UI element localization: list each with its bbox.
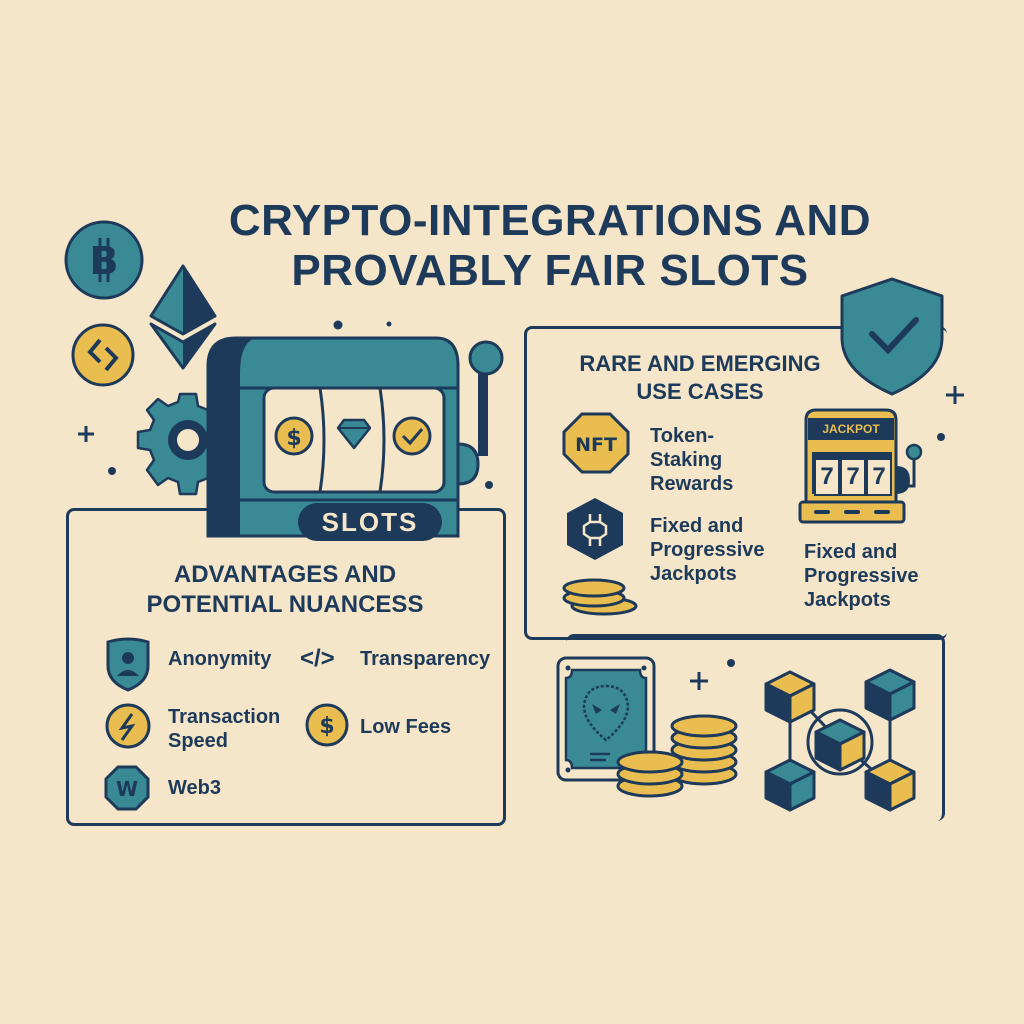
coin-stacks-icon xyxy=(616,714,738,798)
coin-stack-icon xyxy=(562,578,638,616)
advantage-web3: Web3 xyxy=(168,777,221,799)
nft-card-icon xyxy=(556,656,656,782)
dot-decoration-icon xyxy=(937,433,945,441)
advantage-anonymity: Anonymity xyxy=(168,648,272,670)
label-line-3: Rewards xyxy=(650,473,734,495)
shield-user-icon xyxy=(106,637,150,692)
dot-decoration-icon xyxy=(485,481,493,489)
advantage-low-fees: Low Fees xyxy=(360,716,452,738)
dot-decoration-icon xyxy=(386,321,392,327)
plus-decoration-icon xyxy=(78,426,94,442)
advantages-title: ADVANTAGES AND POTENTIAL NUANCESS xyxy=(100,560,470,620)
label-line-2: Progressive xyxy=(650,539,765,561)
page-title: CRYPTO-INTEGRATIONS AND PROVABLY FAIR SL… xyxy=(150,196,950,296)
dollar-coin-icon: $ xyxy=(305,703,349,747)
blockchain-cubes-icon xyxy=(764,668,916,812)
svg-text:$: $ xyxy=(286,426,301,451)
bottom-illustration-panel xyxy=(566,634,945,821)
jackpot-reel: 7 xyxy=(814,458,840,496)
use-cases-title-line-1: RARE AND EMERGING xyxy=(579,351,821,376)
jackpot-header: JACKPOT xyxy=(822,422,880,436)
jackpot-machine-label: Fixed and Progressive Jackpots xyxy=(804,540,919,612)
bitcoin-icon: B xyxy=(64,220,144,300)
label-line-1: Transaction xyxy=(168,706,281,728)
label-line-2: Speed xyxy=(168,730,229,752)
svg-text:W: W xyxy=(116,777,138,801)
jackpot-reel: 7 xyxy=(840,458,866,496)
nft-octagon-icon: NFT xyxy=(562,412,630,474)
use-case-token-staking: Token- Staking Rewards xyxy=(650,424,733,496)
svg-text:B: B xyxy=(90,239,119,283)
use-cases-title: RARE AND EMERGING USE CASES xyxy=(540,350,860,406)
ethereum-icon xyxy=(149,264,217,370)
title-line-1: CRYPTO-INTEGRATIONS AND xyxy=(228,196,872,245)
plus-decoration-icon xyxy=(690,672,708,690)
label-line-1: Fixed and xyxy=(804,541,898,563)
dot-decoration-icon xyxy=(333,320,343,330)
advantages-title-line-1: ADVANTAGES AND xyxy=(173,561,397,588)
use-cases-title-line-2: USE CASES xyxy=(636,379,764,404)
nft-icon-text: NFT xyxy=(575,434,617,456)
shield-check-icon xyxy=(840,277,944,396)
web3-octagon-icon: W xyxy=(104,765,150,811)
dot-decoration-icon xyxy=(108,467,116,475)
label-line-2: Progressive xyxy=(804,565,919,587)
lightning-coin-icon xyxy=(105,703,151,749)
altcoin-icon xyxy=(71,323,135,387)
code-icon: </> xyxy=(300,645,335,672)
use-case-jackpots: Fixed and Progressive Jackpots xyxy=(650,514,765,586)
plus-decoration-icon xyxy=(946,386,964,404)
advantages-title-line-2: POTENTIAL NUANCESS xyxy=(146,591,424,618)
slots-badge: SLOTS xyxy=(298,503,442,541)
slot-machine-illustration: $ xyxy=(206,336,504,538)
title-line-2: PROVABLY FAIR SLOTS xyxy=(291,246,809,295)
label-line-3: Jackpots xyxy=(650,563,737,585)
use-cases-panel xyxy=(524,326,947,640)
label-line-2: Staking xyxy=(650,449,723,471)
label-line-1: Token- xyxy=(650,425,715,447)
advantage-transparency: Transparency xyxy=(360,648,491,670)
dot-decoration-icon xyxy=(727,659,735,667)
label-line-1: Fixed and xyxy=(650,515,744,537)
svg-text:$: $ xyxy=(319,714,334,739)
blockchain-hexagon-icon xyxy=(567,498,623,560)
advantage-transaction-speed: Transaction Speed xyxy=(168,705,280,753)
jackpot-reel: 7 xyxy=(866,458,892,496)
label-line-3: Jackpots xyxy=(804,589,891,611)
